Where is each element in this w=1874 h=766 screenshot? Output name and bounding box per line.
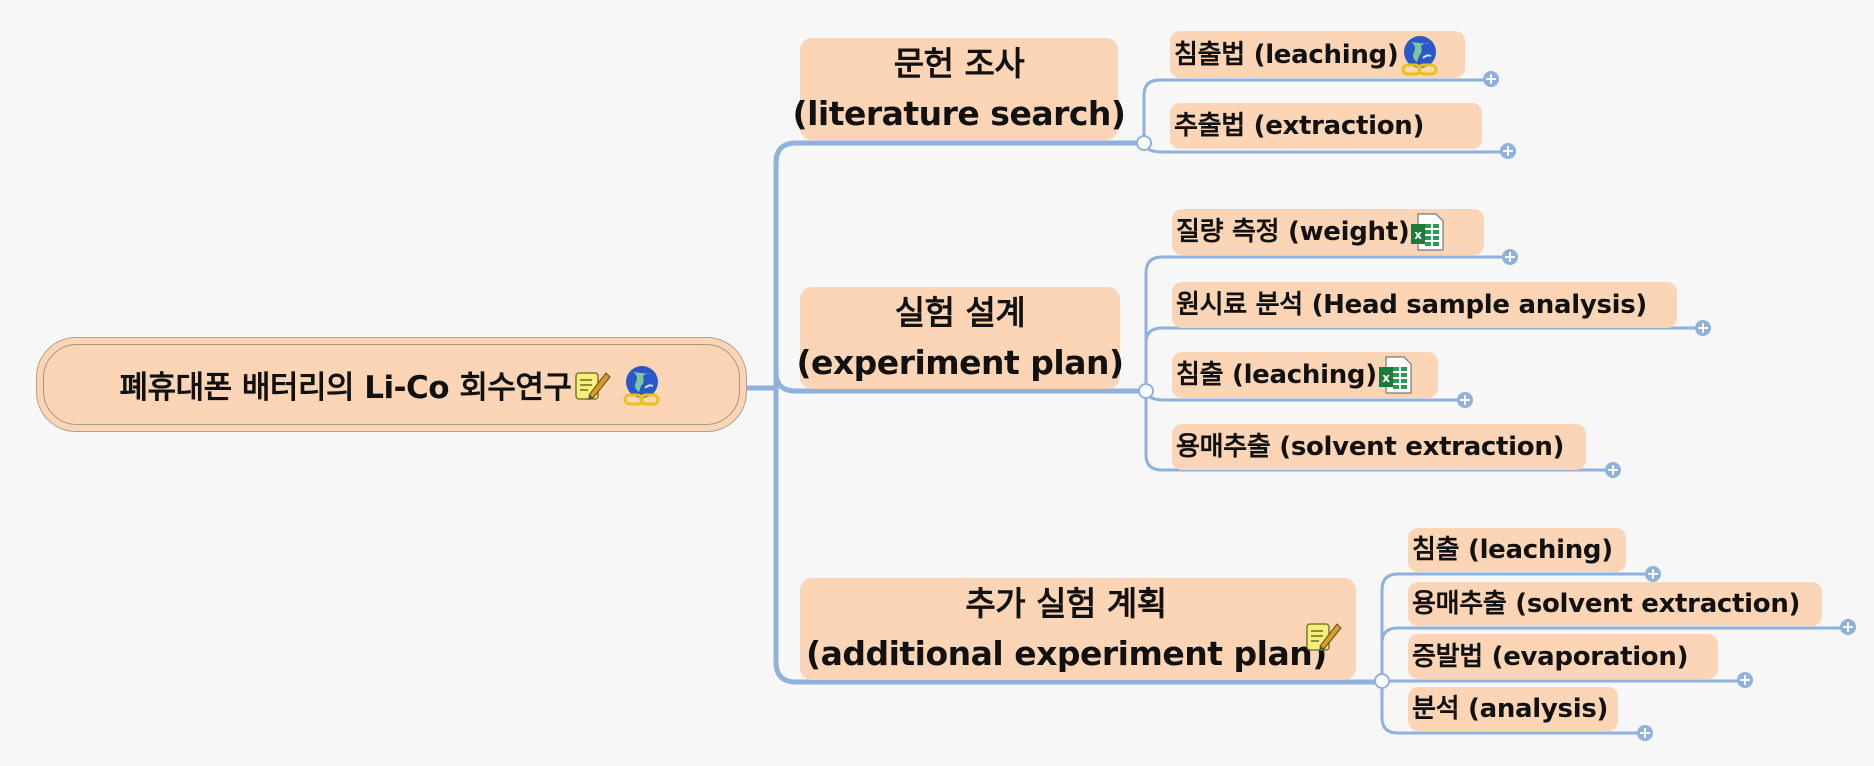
branch-experiment-plan[interactable]: 실험 설계 (experiment plan) bbox=[796, 287, 1124, 389]
subnode-evaporation[interactable]: 증발법 (evaporation) bbox=[1408, 634, 1718, 679]
expand-button[interactable] bbox=[1645, 566, 1661, 582]
branch-subtitle: (literature search) bbox=[792, 94, 1126, 133]
expand-button[interactable] bbox=[1737, 672, 1753, 688]
subnode-label: 용매추출 (solvent extraction) bbox=[1176, 432, 1565, 462]
svg-text:x: x bbox=[1415, 228, 1423, 242]
subnode-label: 원시료 분석 (Head sample analysis) bbox=[1176, 290, 1648, 320]
note-icon[interactable] bbox=[573, 367, 613, 403]
expand-button[interactable] bbox=[1695, 320, 1711, 336]
expand-button[interactable] bbox=[1840, 619, 1856, 635]
globe-link-icon[interactable] bbox=[621, 364, 663, 406]
branch-additional-experiment-plan[interactable]: 추가 실험 계획 (additional experiment plan) bbox=[800, 578, 1356, 680]
root-node[interactable]: 폐휴대폰 배터리의 Li-Co 회수연구 bbox=[36, 337, 747, 432]
subnode-leaching-method[interactable]: 침출법 (leaching) bbox=[1170, 31, 1465, 78]
branch-subtitle: (experiment plan) bbox=[796, 343, 1124, 382]
branch-title: 추가 실험 계획 bbox=[965, 584, 1167, 623]
subnode-extraction-method[interactable]: 추출법 (extraction) bbox=[1170, 103, 1482, 149]
branch-literature-search[interactable]: 문헌 조사 (literature search) bbox=[792, 38, 1126, 140]
subnode-leaching[interactable]: 침출 (leaching) x bbox=[1172, 352, 1438, 398]
subnode-leaching[interactable]: 침출 (leaching) bbox=[1408, 528, 1626, 572]
note-icon[interactable] bbox=[1304, 618, 1344, 654]
svg-text:x: x bbox=[1382, 371, 1390, 385]
subnode-label: 분석 (analysis) bbox=[1412, 694, 1609, 724]
subnode-weight[interactable]: 질량 측정 (weight) x bbox=[1172, 209, 1484, 255]
expand-button[interactable] bbox=[1637, 725, 1653, 741]
root-label: 폐휴대폰 배터리의 Li-Co 회수연구 bbox=[119, 370, 572, 406]
excel-icon[interactable]: x bbox=[1410, 212, 1445, 252]
subnode-label: 용매추출 (solvent extraction) bbox=[1412, 589, 1801, 619]
subnode-analysis[interactable]: 분석 (analysis) bbox=[1408, 687, 1618, 731]
subnode-head-sample-analysis[interactable]: 원시료 분석 (Head sample analysis) bbox=[1172, 282, 1677, 328]
branch-subtitle: (additional experiment plan) bbox=[806, 634, 1327, 673]
expand-button[interactable] bbox=[1605, 462, 1621, 478]
expand-button[interactable] bbox=[1483, 71, 1499, 87]
subnode-solvent-extraction[interactable]: 용매추출 (solvent extraction) bbox=[1172, 424, 1586, 470]
subnode-label: 질량 측정 (weight) bbox=[1176, 217, 1410, 247]
expand-button[interactable] bbox=[1500, 143, 1516, 159]
subnode-label: 침출 (leaching) bbox=[1412, 535, 1613, 565]
branch-title: 실험 설계 bbox=[894, 293, 1026, 332]
excel-icon[interactable]: x bbox=[1378, 355, 1412, 395]
subnode-label: 증발법 (evaporation) bbox=[1412, 641, 1689, 672]
subnode-solvent-extraction[interactable]: 용매추출 (solvent extraction) bbox=[1408, 582, 1822, 626]
subnode-label: 침출법 (leaching) bbox=[1174, 39, 1399, 70]
expand-button[interactable] bbox=[1502, 249, 1518, 265]
expand-button[interactable] bbox=[1457, 392, 1473, 408]
branch-title: 문헌 조사 bbox=[893, 44, 1025, 83]
subnode-label: 추출법 (extraction) bbox=[1174, 111, 1425, 141]
globe-link-icon[interactable] bbox=[1399, 34, 1441, 76]
subnode-label: 침출 (leaching) bbox=[1176, 360, 1377, 390]
